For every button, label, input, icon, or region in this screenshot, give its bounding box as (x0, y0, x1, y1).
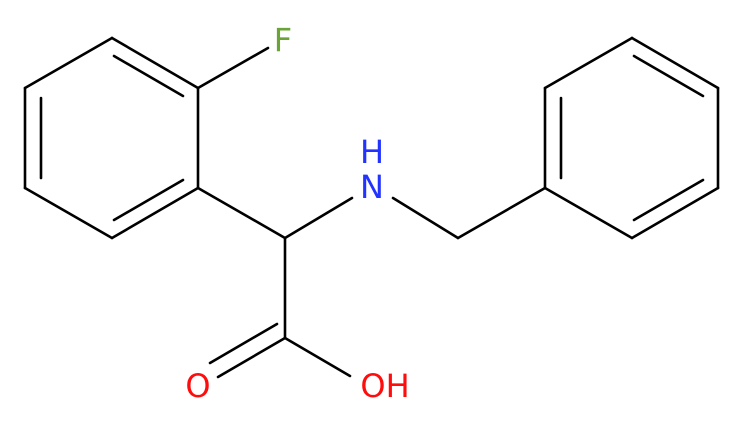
bond-c-f (196, 46, 270, 90)
bond-ch2-phenyl (456, 186, 547, 240)
bond-c-oh (283, 336, 352, 378)
double-bond-inner (632, 178, 705, 222)
bond-c-o-double-1 (216, 336, 287, 379)
bond (23, 186, 114, 240)
double-bond-inner (112, 178, 185, 222)
bond (630, 36, 720, 90)
bond (23, 36, 114, 90)
bond (543, 186, 634, 240)
phenyl-ring (543, 36, 720, 240)
fluorophenyl-ring (23, 36, 200, 240)
hydroxyl-label: OH (360, 367, 409, 405)
bond (630, 186, 720, 240)
bond-ring-alpha (196, 186, 287, 240)
double-bond-inner (112, 54, 185, 98)
amine-h-label: H (360, 133, 384, 171)
carbonyl-o-label: O (185, 367, 210, 405)
bond-n-ch2 (391, 196, 460, 240)
bond (543, 36, 634, 90)
fluorine-label: F (274, 21, 292, 59)
bond-alpha-n (283, 196, 354, 240)
bond-c-o-double-2 (208, 322, 279, 365)
double-bond-inner (632, 54, 705, 98)
amine-n-label: N (360, 168, 384, 206)
bond (110, 186, 200, 240)
bond (110, 36, 200, 90)
